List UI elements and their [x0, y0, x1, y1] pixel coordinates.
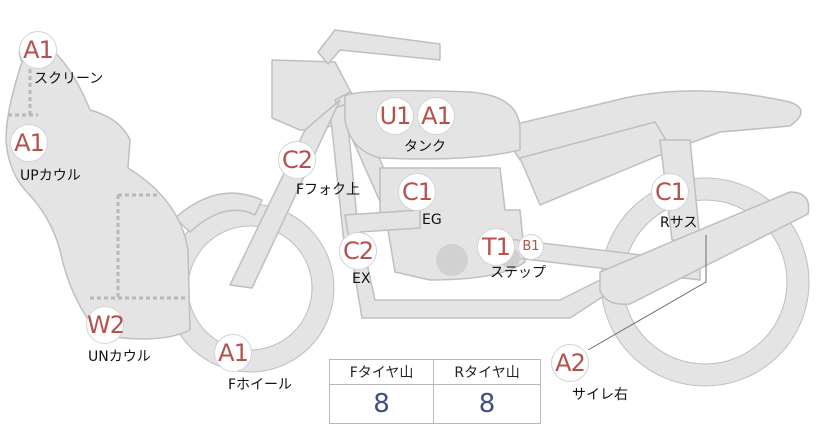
tank-grade-badge-1: U1 [376, 97, 414, 135]
handlebar-shape [317, 29, 441, 65]
screen-label: スクリーン [34, 71, 104, 87]
tire-tread-table: Fタイヤ山 Rタイヤ山 8 8 [328, 359, 541, 424]
engine-label: EG [422, 212, 442, 228]
tank-label: タンク [404, 139, 446, 155]
un-cowl-grade-badge: W2 [86, 306, 125, 344]
engine-grade-badge: C1 [398, 173, 436, 211]
front-fender-shape [174, 192, 263, 233]
exhaust-label: EX [352, 271, 371, 287]
front-fork-grade-badge: C2 [278, 141, 316, 179]
rear-tread-header: Rタイヤ山 [433, 359, 541, 385]
exhaust-grade-badge: C2 [339, 232, 377, 270]
step-grade-badge-2: B1 [518, 234, 544, 260]
screen-grade-badge: A1 [19, 31, 57, 69]
front-wheel-grade-badge: A1 [214, 334, 252, 372]
muffler-right-grade-badge: A2 [551, 344, 589, 382]
rear-suspension-label: Rサス [660, 215, 698, 231]
up-cowl-label: UPカウル [20, 168, 81, 184]
front-wheel-label: Fホイール [228, 377, 293, 393]
front-tread-value: 8 [328, 384, 435, 424]
exhaust-shape [344, 209, 611, 319]
muffler-right-label: サイレ右 [572, 387, 628, 403]
tank-grade-badge-2: A1 [417, 97, 455, 135]
step-label: ステップ [490, 265, 546, 281]
front-fork-label: Fフォク上 [296, 182, 361, 198]
rear-suspension-grade-badge: C1 [651, 173, 689, 211]
rear-tread-value: 8 [433, 384, 541, 424]
front-fork-shape [229, 99, 341, 289]
up-cowl-grade-badge: A1 [10, 124, 48, 162]
un-cowl-label: UNカウル [88, 349, 151, 365]
cowl-shape [5, 39, 191, 340]
muffler-shape [599, 191, 810, 305]
step-grade-badge-1: T1 [477, 228, 515, 266]
front-tread-header: Fタイヤ山 [328, 359, 435, 385]
